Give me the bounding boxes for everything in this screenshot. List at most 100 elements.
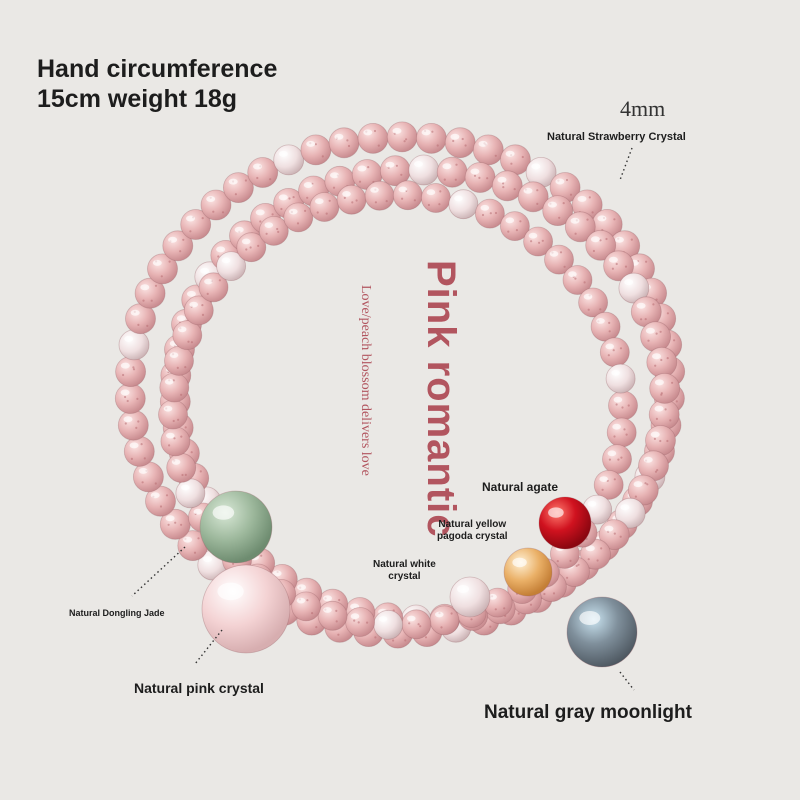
bead-speckle — [316, 211, 319, 214]
bead-speckle — [377, 144, 380, 147]
bead-speckle — [357, 621, 360, 624]
bead-speckle — [620, 456, 623, 459]
bead-speckle — [586, 218, 589, 221]
bead-highlight — [497, 176, 507, 183]
bead-highlight — [548, 507, 564, 518]
bead-speckle — [180, 523, 183, 526]
bead-highlight — [583, 293, 593, 300]
bead-speckle — [141, 481, 144, 484]
bead-highlight — [186, 215, 195, 222]
bead-speckle — [413, 199, 416, 202]
bead-highlight — [183, 536, 193, 543]
bead-speckle — [401, 197, 404, 200]
bead-highlight — [164, 378, 174, 385]
strawberry-crystal-bead — [158, 399, 188, 430]
bead-highlight — [585, 545, 595, 552]
strawberry-crystal-bead — [118, 329, 150, 361]
bead-speckle — [150, 299, 153, 302]
bead-highlight — [278, 150, 288, 157]
bead-speckle — [197, 537, 200, 540]
bead-speckle — [615, 262, 618, 266]
bead-speckle — [543, 592, 546, 596]
bead-speckle — [515, 229, 519, 232]
bead-highlight — [296, 597, 306, 604]
bead-speckle — [124, 395, 127, 399]
bead-speckle — [259, 220, 262, 223]
bead-speckle — [562, 202, 565, 205]
leader-strawberry — [619, 147, 633, 181]
bead-speckle — [337, 633, 340, 636]
label-white-crystal: Natural white crystal — [373, 559, 436, 583]
bead-speckle — [653, 437, 657, 440]
bead-highlight — [636, 302, 646, 309]
strawberry-crystal-bead — [646, 346, 678, 378]
bead-speckle — [400, 173, 403, 176]
bead-speckle — [454, 178, 457, 181]
bead-speckle — [613, 435, 616, 438]
bead-speckle — [529, 603, 533, 606]
bead-speckle — [366, 621, 369, 624]
bead-speckle — [206, 292, 209, 295]
bead-highlight — [611, 369, 620, 376]
bead-speckle — [464, 144, 467, 147]
bead-speckle — [154, 284, 158, 287]
bead-speckle — [669, 419, 672, 422]
bead-highlight — [124, 335, 134, 342]
bead-speckle — [167, 523, 170, 526]
bead-highlight — [392, 127, 402, 134]
bead-speckle — [315, 626, 318, 629]
bead-speckle — [179, 250, 182, 253]
bead-highlight — [228, 178, 238, 185]
bead-highlight — [186, 290, 196, 297]
strawberry-crystal-bead — [608, 390, 638, 421]
bead-highlight — [150, 492, 160, 499]
bead-speckle — [180, 435, 183, 438]
bead-speckle — [256, 176, 259, 180]
bead-highlight — [421, 129, 431, 136]
strawberry-crystal-bead — [491, 170, 523, 202]
strawberry-crystal-bead — [448, 189, 479, 220]
bead-speckle — [481, 213, 485, 217]
bead-speckle — [221, 211, 225, 214]
bead-speckle — [217, 255, 220, 258]
bead-speckle — [489, 212, 492, 215]
bead-speckle — [588, 196, 591, 199]
bead-speckle — [455, 163, 458, 166]
bead-speckle — [249, 246, 252, 249]
bead-highlight — [570, 217, 580, 224]
strawberry-crystal-bead — [649, 372, 681, 404]
bead-highlight — [590, 236, 600, 243]
bead-speckle — [189, 230, 192, 233]
bead-speckle — [146, 324, 149, 327]
bead-speckle — [160, 275, 163, 278]
strawberry-crystal-bead — [175, 478, 206, 509]
strawberry-crystal-bead — [283, 202, 314, 233]
bead-highlight — [624, 279, 634, 286]
bead-speckle — [277, 230, 280, 233]
bead-highlight — [549, 250, 559, 257]
bead-highlight — [289, 208, 298, 215]
bead-speckle — [655, 332, 658, 335]
bead-speckle — [596, 559, 599, 562]
bead-highlight — [385, 161, 395, 168]
bead-speckle — [343, 196, 346, 199]
bead-speckle — [184, 426, 187, 429]
bead-speckle — [530, 240, 533, 243]
bead-highlight — [612, 423, 621, 430]
strawberry-crystal-bead — [115, 356, 147, 388]
bead-highlight — [654, 379, 664, 386]
bead-speckle — [538, 241, 541, 244]
bead-highlight — [330, 172, 339, 179]
bead-highlight — [597, 215, 607, 222]
bead-speckle — [645, 260, 648, 263]
strawberry-crystal-bead — [164, 345, 194, 376]
strawberry-crystal-bead — [247, 157, 279, 188]
bead-speckle — [565, 178, 569, 182]
bead-highlight — [398, 186, 408, 193]
bead-speckle — [193, 551, 197, 554]
bead-speckle — [583, 281, 586, 284]
strawberry-crystal-bead — [408, 154, 440, 186]
vertical-subtitle: Love/peach blossom delivers love — [358, 285, 373, 476]
bead-speckle — [559, 251, 563, 254]
bead-highlight — [620, 504, 630, 511]
